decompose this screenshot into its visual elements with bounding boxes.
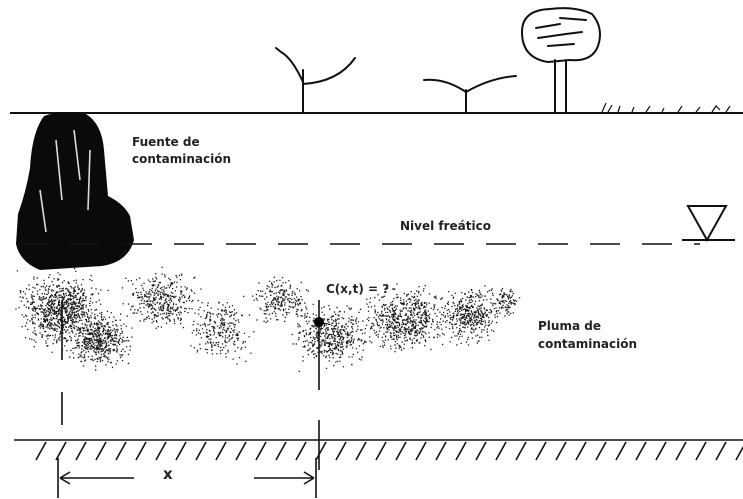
observation-point xyxy=(314,317,324,327)
contamination-source xyxy=(16,112,134,271)
plume-stipple xyxy=(15,266,521,372)
distance-dimension xyxy=(57,458,317,498)
source-label-line2: contaminación xyxy=(132,152,232,166)
water-table-label: Nivel freático xyxy=(400,219,491,233)
impermeable-base xyxy=(14,439,743,461)
contamination-plume xyxy=(15,266,521,372)
plume-label-line2: contaminación xyxy=(538,337,638,351)
grass-icon xyxy=(601,102,731,113)
water-table-triangle-icon xyxy=(682,205,735,243)
source-label-line1: Fuente de xyxy=(132,135,200,149)
tree-icon xyxy=(275,47,356,114)
distance-label: x xyxy=(163,465,173,483)
plume-label-line1: Pluma de xyxy=(538,319,601,333)
round-tree-icon xyxy=(520,7,601,114)
tree-icon xyxy=(423,75,517,114)
concentration-label: C(x,t) = ? xyxy=(326,282,390,296)
